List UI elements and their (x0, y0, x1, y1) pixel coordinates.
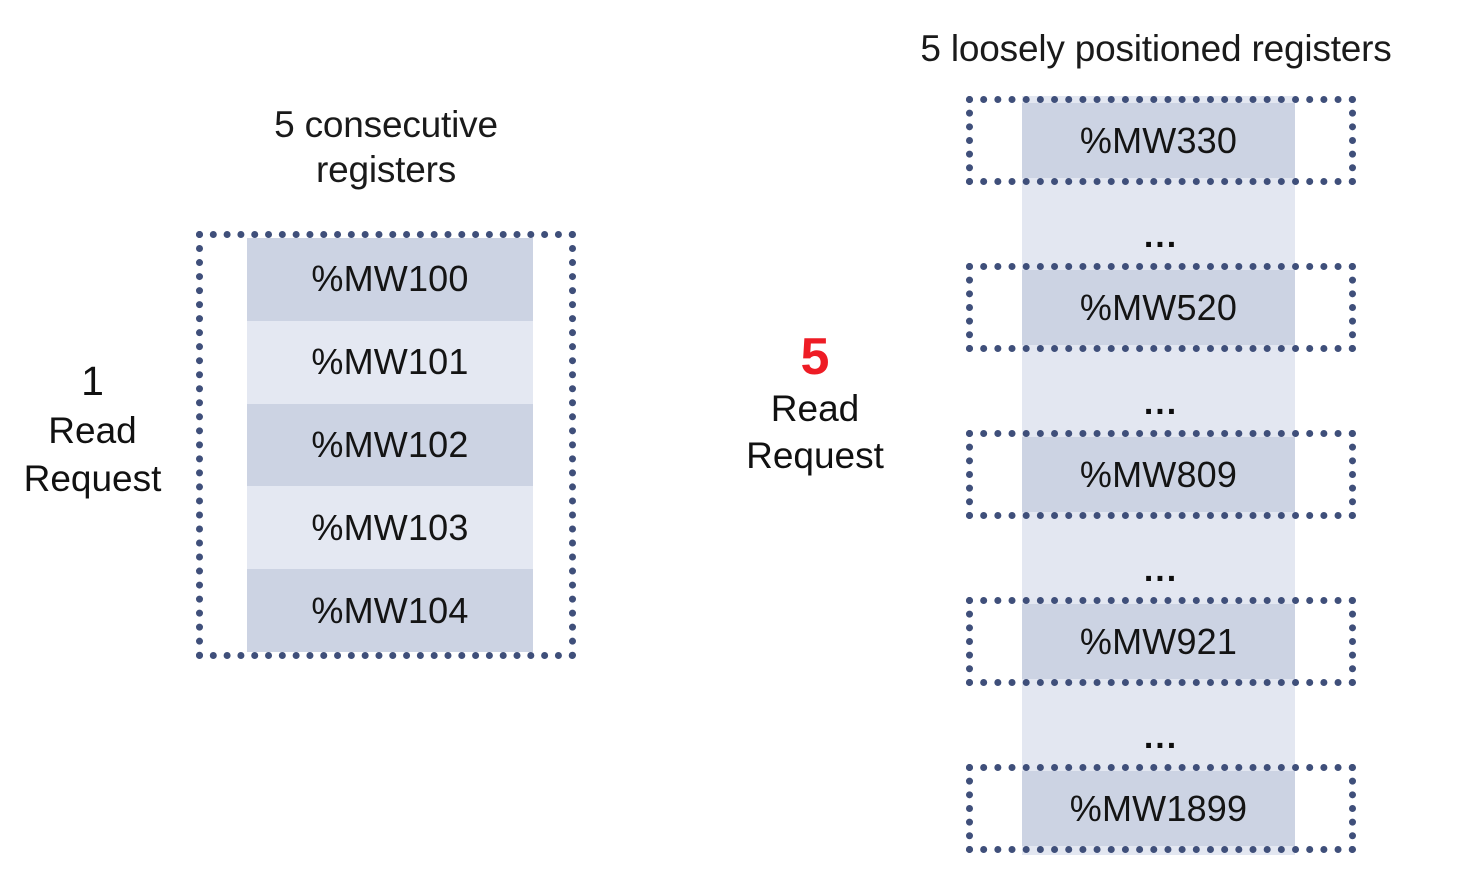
multi-read-request-label: 5 Read Request (690, 330, 940, 479)
single-read-request-line1: Read (48, 410, 137, 452)
loose-register-label: %MW520 (1079, 286, 1238, 328)
loose-register-label: %MW809 (1079, 453, 1238, 495)
single-read-request-count: 1 (81, 358, 104, 404)
register-row: %MW104 (247, 569, 533, 652)
loose-registers-list: %MW330 ... %MW520 ... %MW809 ... %MW921 … (966, 96, 1356, 856)
ellipsis-separator: ... (1143, 551, 1179, 589)
consecutive-registers-heading: 5 consecutive registers (274, 104, 498, 191)
loose-register-label: %MW330 (1079, 119, 1238, 161)
loose-register-label: %MW1899 (1069, 787, 1248, 829)
consecutive-registers-list: %MW100 %MW101 %MW102 %MW103 %MW104 (247, 238, 533, 652)
multi-read-request-count: 5 (800, 328, 830, 386)
loose-register-label: %MW921 (1079, 620, 1238, 662)
loose-register-fill: %MW520 (1022, 270, 1295, 345)
single-read-request-line2: Request (23, 457, 162, 499)
loose-register-fill: %MW330 (1022, 103, 1295, 178)
register-row: %MW100 (247, 238, 533, 321)
register-row: %MW103 (247, 486, 533, 570)
loose-register-box: %MW520 (966, 263, 1356, 352)
loose-register-fill: %MW809 (1022, 437, 1295, 512)
multi-read-request-line2: Request (746, 434, 884, 476)
ellipsis-separator: ... (1143, 384, 1179, 422)
loose-register-box: %MW921 (966, 597, 1356, 686)
ellipsis-separator: ... (1143, 217, 1179, 255)
register-row: %MW101 (247, 320, 533, 404)
multi-read-request-line1: Read (770, 387, 860, 429)
consecutive-registers-group-box: %MW100 %MW101 %MW102 %MW103 %MW104 (196, 231, 576, 659)
ellipsis-separator: ... (1143, 718, 1179, 756)
loose-register-fill: %MW1899 (1022, 771, 1295, 846)
loose-register-box: %MW330 (966, 96, 1356, 185)
loose-register-fill: %MW921 (1022, 604, 1295, 679)
loose-register-box: %MW809 (966, 430, 1356, 519)
loose-register-box: %MW1899 (966, 764, 1356, 853)
single-read-request-label: 1 Read Request (0, 355, 185, 502)
register-row: %MW102 (247, 403, 533, 487)
loose-registers-heading: 5 loosely positioned registers (920, 28, 1392, 69)
